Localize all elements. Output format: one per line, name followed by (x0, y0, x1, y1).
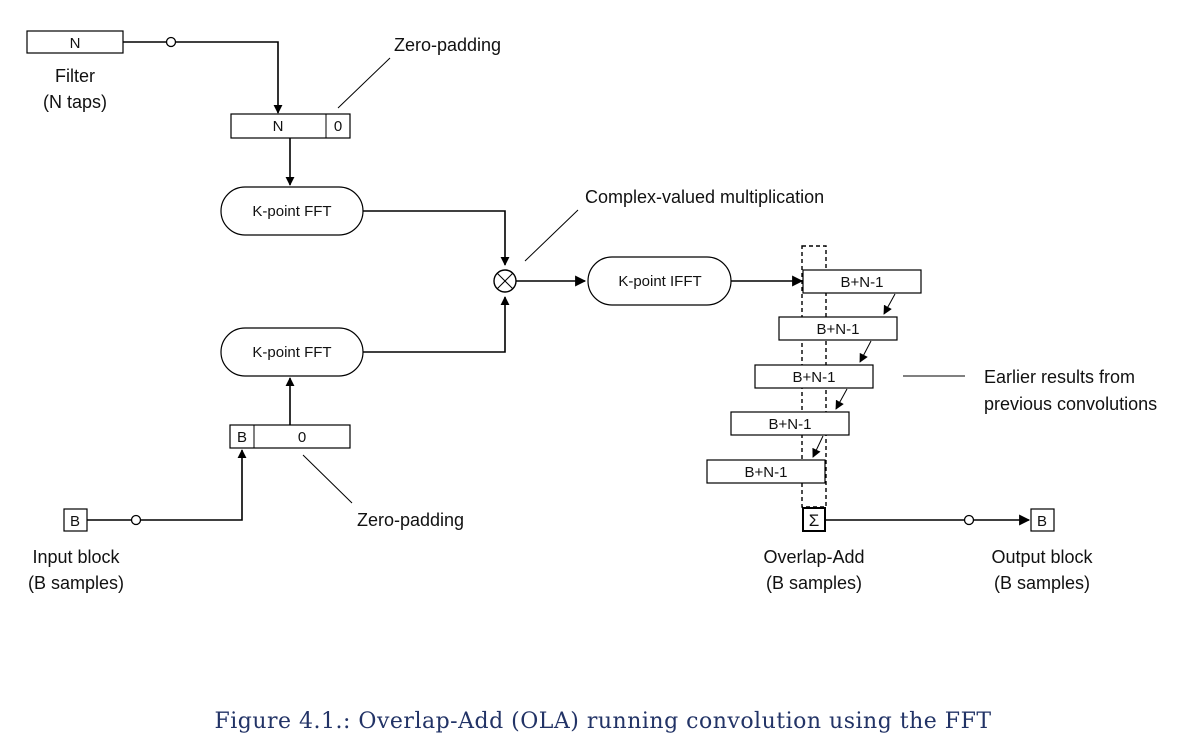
sum-symbol: Σ (809, 511, 820, 530)
fft-bottom: K-point FFT (220, 327, 364, 377)
result-block-3: B+N-1 (754, 364, 874, 389)
result-block-5-label: B+N-1 (745, 464, 788, 481)
filter-subtitle: (N taps) (43, 92, 107, 112)
result-block-1: B+N-1 (802, 269, 922, 294)
fft-top-label: K-point FFT (252, 203, 331, 220)
zero-padding-bottom-label: Zero-padding (357, 510, 464, 530)
ifft-label: K-point IFFT (618, 273, 701, 290)
filter-block-label: N (70, 35, 81, 52)
zero-padding-top-leader (337, 57, 391, 109)
result-block-2-label: B+N-1 (817, 321, 860, 338)
output-node (963, 514, 975, 526)
fft-bottom-label: K-point FFT (252, 344, 331, 361)
output-block-label: B (1037, 513, 1047, 530)
earlier-results-line1: Earlier results from (984, 367, 1135, 387)
figure-caption: Figure 4.1.: Overlap-Add (OLA) running c… (214, 709, 991, 734)
input-padded-buffer: B 0 (229, 424, 351, 449)
result-block-4: B+N-1 (730, 411, 850, 436)
result-block-5: B+N-1 (706, 459, 826, 484)
input-subtitle: (B samples) (28, 573, 124, 593)
output-block: B (1030, 508, 1055, 532)
multiplication-label: Complex-valued multiplication (585, 187, 824, 207)
shift-arrow-1 (883, 293, 896, 315)
overlap-add-subtitle: (B samples) (766, 573, 862, 593)
filter-block: N (26, 30, 124, 54)
filter-node (165, 36, 177, 48)
zero-padding-bottom-leader (302, 454, 353, 504)
shift-arrow-4 (812, 435, 824, 458)
input-block-label: B (70, 513, 80, 530)
input-padded-zero: 0 (298, 429, 306, 446)
overlap-add-title: Overlap-Add (763, 547, 864, 567)
multiplication-leader (524, 209, 579, 262)
output-subtitle: (B samples) (994, 573, 1090, 593)
input-title: Input block (32, 547, 120, 567)
filter-padded-buffer: N 0 (230, 113, 351, 139)
filter-title: Filter (55, 66, 95, 86)
ifft: K-point IFFT (587, 256, 732, 306)
input-block: B (63, 508, 88, 532)
multiply-node (493, 269, 517, 293)
fft-top-to-mult-wire (363, 210, 510, 266)
sum-node: Σ (802, 507, 826, 532)
input-node (130, 514, 142, 526)
filter-padded-zero: 0 (334, 118, 342, 135)
shift-arrow-3 (835, 388, 848, 410)
result-block-4-label: B+N-1 (769, 416, 812, 433)
fft-bottom-to-mult-wire (363, 296, 510, 353)
result-block-3-label: B+N-1 (793, 369, 836, 386)
result-block-2: B+N-1 (778, 316, 898, 341)
fft-top: K-point FFT (220, 186, 364, 236)
earlier-results-line2: previous convolutions (984, 394, 1157, 414)
shift-arrow-2 (859, 340, 872, 363)
input-padded-b: B (237, 429, 247, 446)
filter-wire-b (176, 41, 283, 114)
filter-padded-n: N (273, 118, 284, 135)
result-block-1-label: B+N-1 (841, 274, 884, 291)
input-wire-b (141, 449, 247, 521)
zero-padding-top-label: Zero-padding (394, 35, 501, 55)
output-title: Output block (991, 547, 1093, 567)
